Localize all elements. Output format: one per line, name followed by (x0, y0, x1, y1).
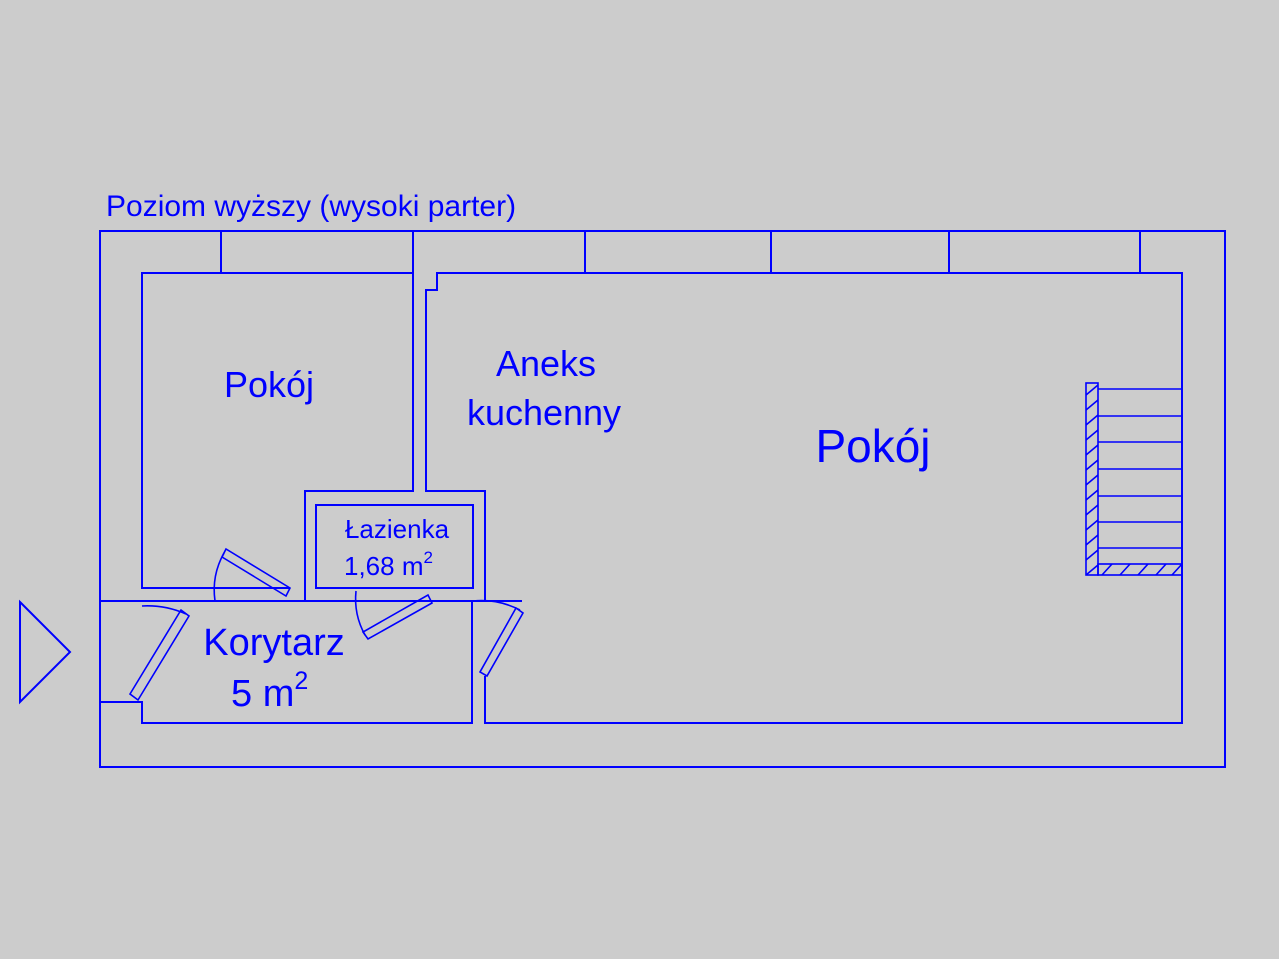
corridor-bottom-wall (141, 601, 473, 724)
corridor-label: Korytarz (203, 622, 344, 664)
wall-divisions (220, 231, 1141, 273)
kitchenette-label-line2: kuchenny (467, 392, 621, 433)
bathroom-door[interactable] (354, 590, 434, 641)
bathroom-label: Łazienka (345, 514, 450, 544)
stairs-icon (1085, 382, 1183, 576)
main-room-label: Pokój (815, 420, 930, 472)
outer-wall (99, 230, 1226, 768)
main-room-door[interactable] (472, 599, 525, 678)
left-room-label: Pokój (224, 364, 314, 405)
kitchenette-label-line1: Aneks (496, 343, 596, 384)
plan-title: Poziom wyższy (wysoki parter) (106, 190, 516, 223)
left-room-door[interactable] (213, 547, 292, 602)
corridor-area: 5 m2 (231, 667, 308, 715)
main-room-outline (425, 272, 1183, 724)
entrance-arrow-icon (19, 599, 72, 705)
left-room-outline (141, 272, 414, 601)
bathroom-outline (315, 504, 474, 589)
entrance-door[interactable] (128, 605, 191, 702)
bathroom-area: 1,68 m2 (344, 548, 433, 581)
